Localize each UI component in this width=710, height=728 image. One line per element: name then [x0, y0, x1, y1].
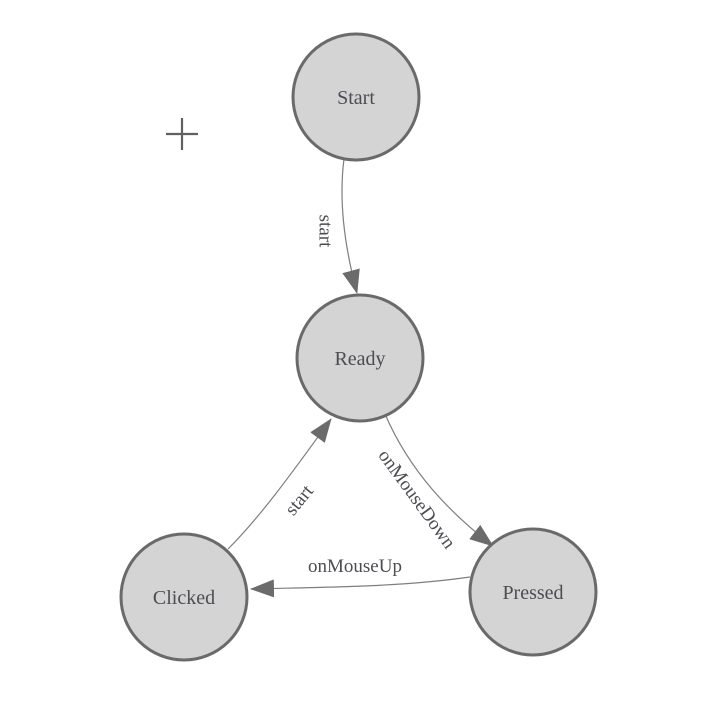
edge-ready-to-pressed-path[interactable]	[384, 413, 494, 547]
edge-start-to-ready: start	[314, 158, 360, 294]
node-start-circle[interactable]	[291, 32, 421, 162]
edge-pressed-to-clicked: onMouseUp	[250, 556, 471, 598]
node-ready-circle[interactable]	[295, 293, 425, 423]
edge-pressed-to-clicked-path[interactable]	[250, 576, 471, 598]
state-node-start[interactable]: Start	[291, 32, 421, 162]
state-node-clicked[interactable]: Clicked	[119, 532, 249, 662]
node-clicked-circle[interactable]	[119, 532, 249, 662]
plus-icon[interactable]	[166, 118, 198, 150]
edge-label-onmousedown: onMouseDown	[374, 446, 460, 554]
edge-ready-to-pressed: onMouseDown	[374, 413, 494, 554]
edge-start-to-ready-path[interactable]	[341, 158, 360, 294]
edge-label-onmouseup: onMouseUp	[308, 556, 402, 577]
state-node-ready[interactable]: Ready	[295, 293, 425, 423]
edge-clicked-to-ready: start	[227, 418, 332, 550]
edge-label-start-top: start	[314, 215, 335, 248]
edge-clicked-to-ready-path[interactable]	[227, 418, 332, 550]
node-pressed-circle[interactable]	[468, 527, 598, 657]
state-node-pressed[interactable]: Pressed	[468, 527, 598, 657]
edge-label-start-bottom: start	[281, 480, 318, 519]
